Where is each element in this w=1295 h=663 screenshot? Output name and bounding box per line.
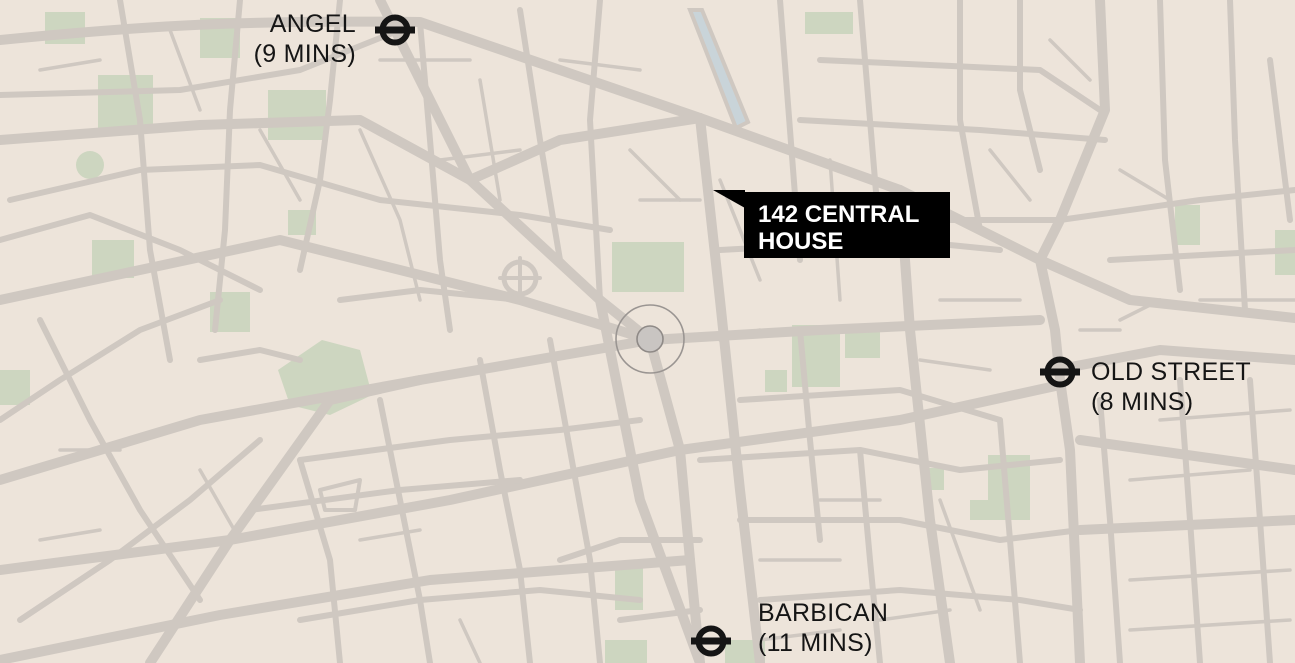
station-name: OLD STREET [1091, 358, 1251, 386]
underground-roundel-icon [375, 14, 415, 46]
underground-roundel-icon [691, 625, 731, 657]
canal [687, 8, 751, 131]
location-name-line-2: HOUSE [758, 228, 844, 255]
station-name: ANGEL [269, 10, 356, 38]
callout-pointer [713, 190, 745, 208]
station-name: BARBICAN [758, 599, 889, 627]
location-pin-icon[interactable] [614, 303, 686, 375]
station-label-old-street[interactable]: OLD STREET (8 MINS) [1091, 357, 1251, 417]
underground-roundel-icon [1040, 356, 1080, 388]
location-name-line-1: 142 CENTRAL [758, 201, 920, 228]
station-walk-time: (11 MINS) [758, 629, 873, 657]
location-callout[interactable]: 142 CENTRAL HOUSE [744, 192, 950, 258]
station-label-barbican[interactable]: BARBICAN (11 MINS) [758, 598, 888, 658]
station-walk-time: (8 MINS) [1091, 388, 1194, 416]
station-label-angel[interactable]: ANGEL (9 MINS) [230, 9, 356, 69]
station-walk-time: (9 MINS) [253, 40, 356, 68]
